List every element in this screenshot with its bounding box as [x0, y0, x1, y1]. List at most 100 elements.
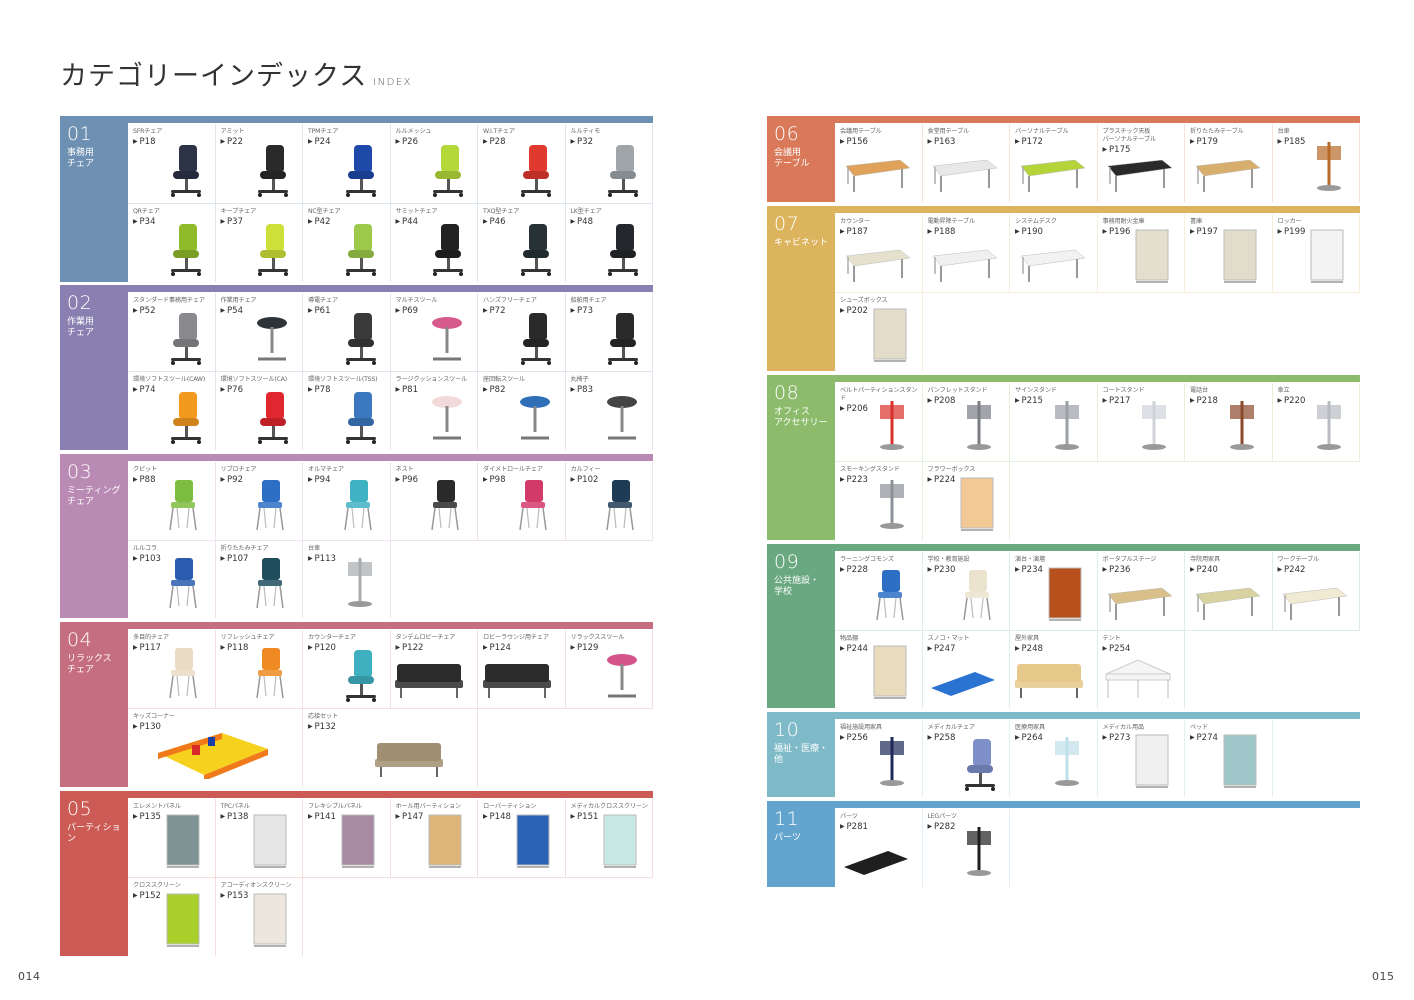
product-item[interactable]: カウンターP187 [835, 214, 923, 292]
page-reference-link[interactable]: P74 [133, 385, 215, 395]
product-item[interactable]: 作業用チェアP54 [216, 293, 303, 371]
page-reference-link[interactable]: P202 [840, 306, 922, 316]
page-reference-link[interactable]: P122 [396, 643, 478, 653]
page-reference-link[interactable]: P244 [840, 644, 922, 654]
product-item[interactable]: アコーディオンスクリーンP153 [216, 878, 303, 956]
page-reference-link[interactable]: P240 [1190, 565, 1272, 575]
page-reference-link[interactable]: P185 [1278, 137, 1360, 147]
product-item[interactable]: 電話台P218 [1185, 383, 1273, 461]
page-reference-link[interactable]: P254 [1103, 644, 1185, 654]
page-reference-link[interactable]: P103 [133, 554, 215, 564]
page-reference-link[interactable]: P281 [840, 822, 922, 832]
page-reference-link[interactable]: P69 [396, 306, 478, 316]
page-reference-link[interactable]: P197 [1190, 227, 1272, 237]
product-item[interactable]: オルマチェアP94 [303, 462, 391, 540]
product-item[interactable]: ホール用パーティションP147 [391, 799, 478, 877]
page-reference-link[interactable]: P132 [308, 722, 477, 732]
product-item[interactable]: ルルティモP32 [566, 124, 653, 203]
page-reference-link[interactable]: P22 [221, 137, 303, 147]
product-item[interactable]: アミットP22 [216, 124, 303, 203]
product-item[interactable]: クロススクリーンP152 [128, 878, 216, 956]
product-item[interactable]: 福祉施設用家具P256 [835, 720, 923, 797]
product-item[interactable]: TPCパネルP138 [216, 799, 303, 877]
product-item[interactable]: QRチェアP34 [128, 203, 216, 282]
product-item[interactable]: LK型チェアP48 [566, 203, 653, 282]
page-reference-link[interactable]: P102 [571, 475, 653, 485]
page-reference-link[interactable]: P117 [133, 643, 215, 653]
product-item[interactable]: 学校・教育施設P230 [923, 552, 1010, 630]
product-item[interactable]: パーツP281 [835, 809, 923, 887]
product-item[interactable]: ネストP96 [391, 462, 478, 540]
page-reference-link[interactable]: P274 [1190, 733, 1272, 743]
page-reference-link[interactable]: P151 [571, 812, 653, 822]
page-reference-link[interactable]: P218 [1190, 396, 1272, 406]
page-reference-link[interactable]: P273 [1103, 733, 1185, 743]
product-item[interactable]: LEGパーツP282 [923, 809, 1010, 887]
page-reference-link[interactable]: P234 [1015, 565, 1097, 575]
product-item[interactable]: キープチェアP37 [216, 203, 303, 282]
page-reference-link[interactable]: P44 [396, 217, 478, 227]
product-item[interactable]: ローパーティションP148 [478, 799, 566, 877]
product-item[interactable]: フラワーボックスP224 [923, 462, 1010, 540]
page-reference-link[interactable]: P135 [133, 812, 215, 822]
page-reference-link[interactable]: P147 [396, 812, 478, 822]
page-reference-link[interactable]: P98 [483, 475, 565, 485]
page-reference-link[interactable]: P118 [221, 643, 303, 653]
product-item[interactable]: 環境ソフトスツール(CA)P76 [216, 372, 303, 450]
page-reference-link[interactable]: P92 [221, 475, 303, 485]
page-reference-link[interactable]: P46 [483, 217, 565, 227]
product-item[interactable]: 多目的チェアP117 [128, 630, 216, 708]
product-item[interactable]: システムデスクP190 [1010, 214, 1098, 292]
product-item[interactable]: 演台・演壇P234 [1010, 552, 1098, 630]
page-reference-link[interactable]: P153 [221, 891, 303, 901]
product-item[interactable]: 応接セットP132 [303, 709, 478, 787]
product-item[interactable]: 導電チェアP61 [303, 293, 391, 371]
product-item[interactable]: スモーキングスタンドP223 [835, 462, 923, 540]
page-reference-link[interactable]: P187 [840, 227, 922, 237]
product-item[interactable]: キッズコーナーP130 [128, 709, 303, 787]
page-reference-link[interactable]: P256 [840, 733, 922, 743]
page-reference-link[interactable]: P175 [1103, 145, 1185, 155]
page-reference-link[interactable]: P61 [308, 306, 390, 316]
product-item[interactable]: SFRチェアP18 [128, 124, 216, 203]
product-item[interactable]: TPMチェアP24 [303, 124, 391, 203]
page-reference-link[interactable]: P224 [928, 475, 1010, 485]
page-reference-link[interactable]: P188 [928, 227, 1010, 237]
page-reference-link[interactable]: P81 [396, 385, 478, 395]
product-item[interactable]: ダイメトロールチェアP98 [478, 462, 566, 540]
page-reference-link[interactable]: P34 [133, 217, 215, 227]
page-reference-link[interactable]: P148 [483, 812, 565, 822]
product-item[interactable]: TXQ型チェアP46 [478, 203, 566, 282]
product-item[interactable]: プラスチック天板 パーソナルテーブルP175 [1098, 124, 1185, 202]
product-item[interactable]: 食堂用テーブルP163 [923, 124, 1010, 202]
page-reference-link[interactable]: P156 [840, 137, 922, 147]
product-item[interactable]: メディカル用品P273 [1098, 720, 1185, 797]
page-reference-link[interactable]: P230 [928, 565, 1010, 575]
product-item[interactable]: 折りたたみチェアP107 [216, 540, 303, 618]
product-item[interactable]: リラックススツールP129 [566, 630, 653, 708]
page-reference-link[interactable]: P113 [308, 554, 390, 564]
product-item[interactable]: クピットP88 [128, 462, 216, 540]
page-reference-link[interactable]: P78 [308, 385, 390, 395]
product-item[interactable]: カルフィーP102 [566, 462, 653, 540]
product-item[interactable]: ラージクッションスツールP81 [391, 372, 478, 450]
product-item[interactable]: スノコ・マットP247 [923, 630, 1010, 708]
page-reference-link[interactable]: P242 [1278, 565, 1360, 575]
product-item[interactable]: コートスタンドP217 [1098, 383, 1185, 461]
product-item[interactable]: ルルメッシュP26 [391, 124, 478, 203]
page-reference-link[interactable]: P72 [483, 306, 565, 316]
page-reference-link[interactable]: P236 [1103, 565, 1185, 575]
product-item[interactable]: ワークテーブルP242 [1273, 552, 1360, 630]
product-item[interactable]: 台車P113 [303, 540, 391, 618]
product-item[interactable]: ベッドP274 [1185, 720, 1273, 797]
page-reference-link[interactable]: P190 [1015, 227, 1097, 237]
product-item[interactable]: 会議用テーブルP156 [835, 124, 923, 202]
product-item[interactable]: 傘立P220 [1273, 383, 1360, 461]
page-reference-link[interactable]: P83 [571, 385, 653, 395]
page-reference-link[interactable]: P48 [571, 217, 653, 227]
product-item[interactable]: フレキシブルパネルP141 [303, 799, 391, 877]
product-item[interactable]: リブロチェアP92 [216, 462, 303, 540]
page-reference-link[interactable]: P220 [1278, 396, 1360, 406]
page-reference-link[interactable]: P172 [1015, 137, 1097, 147]
product-item[interactable]: サミットチェアP44 [391, 203, 478, 282]
